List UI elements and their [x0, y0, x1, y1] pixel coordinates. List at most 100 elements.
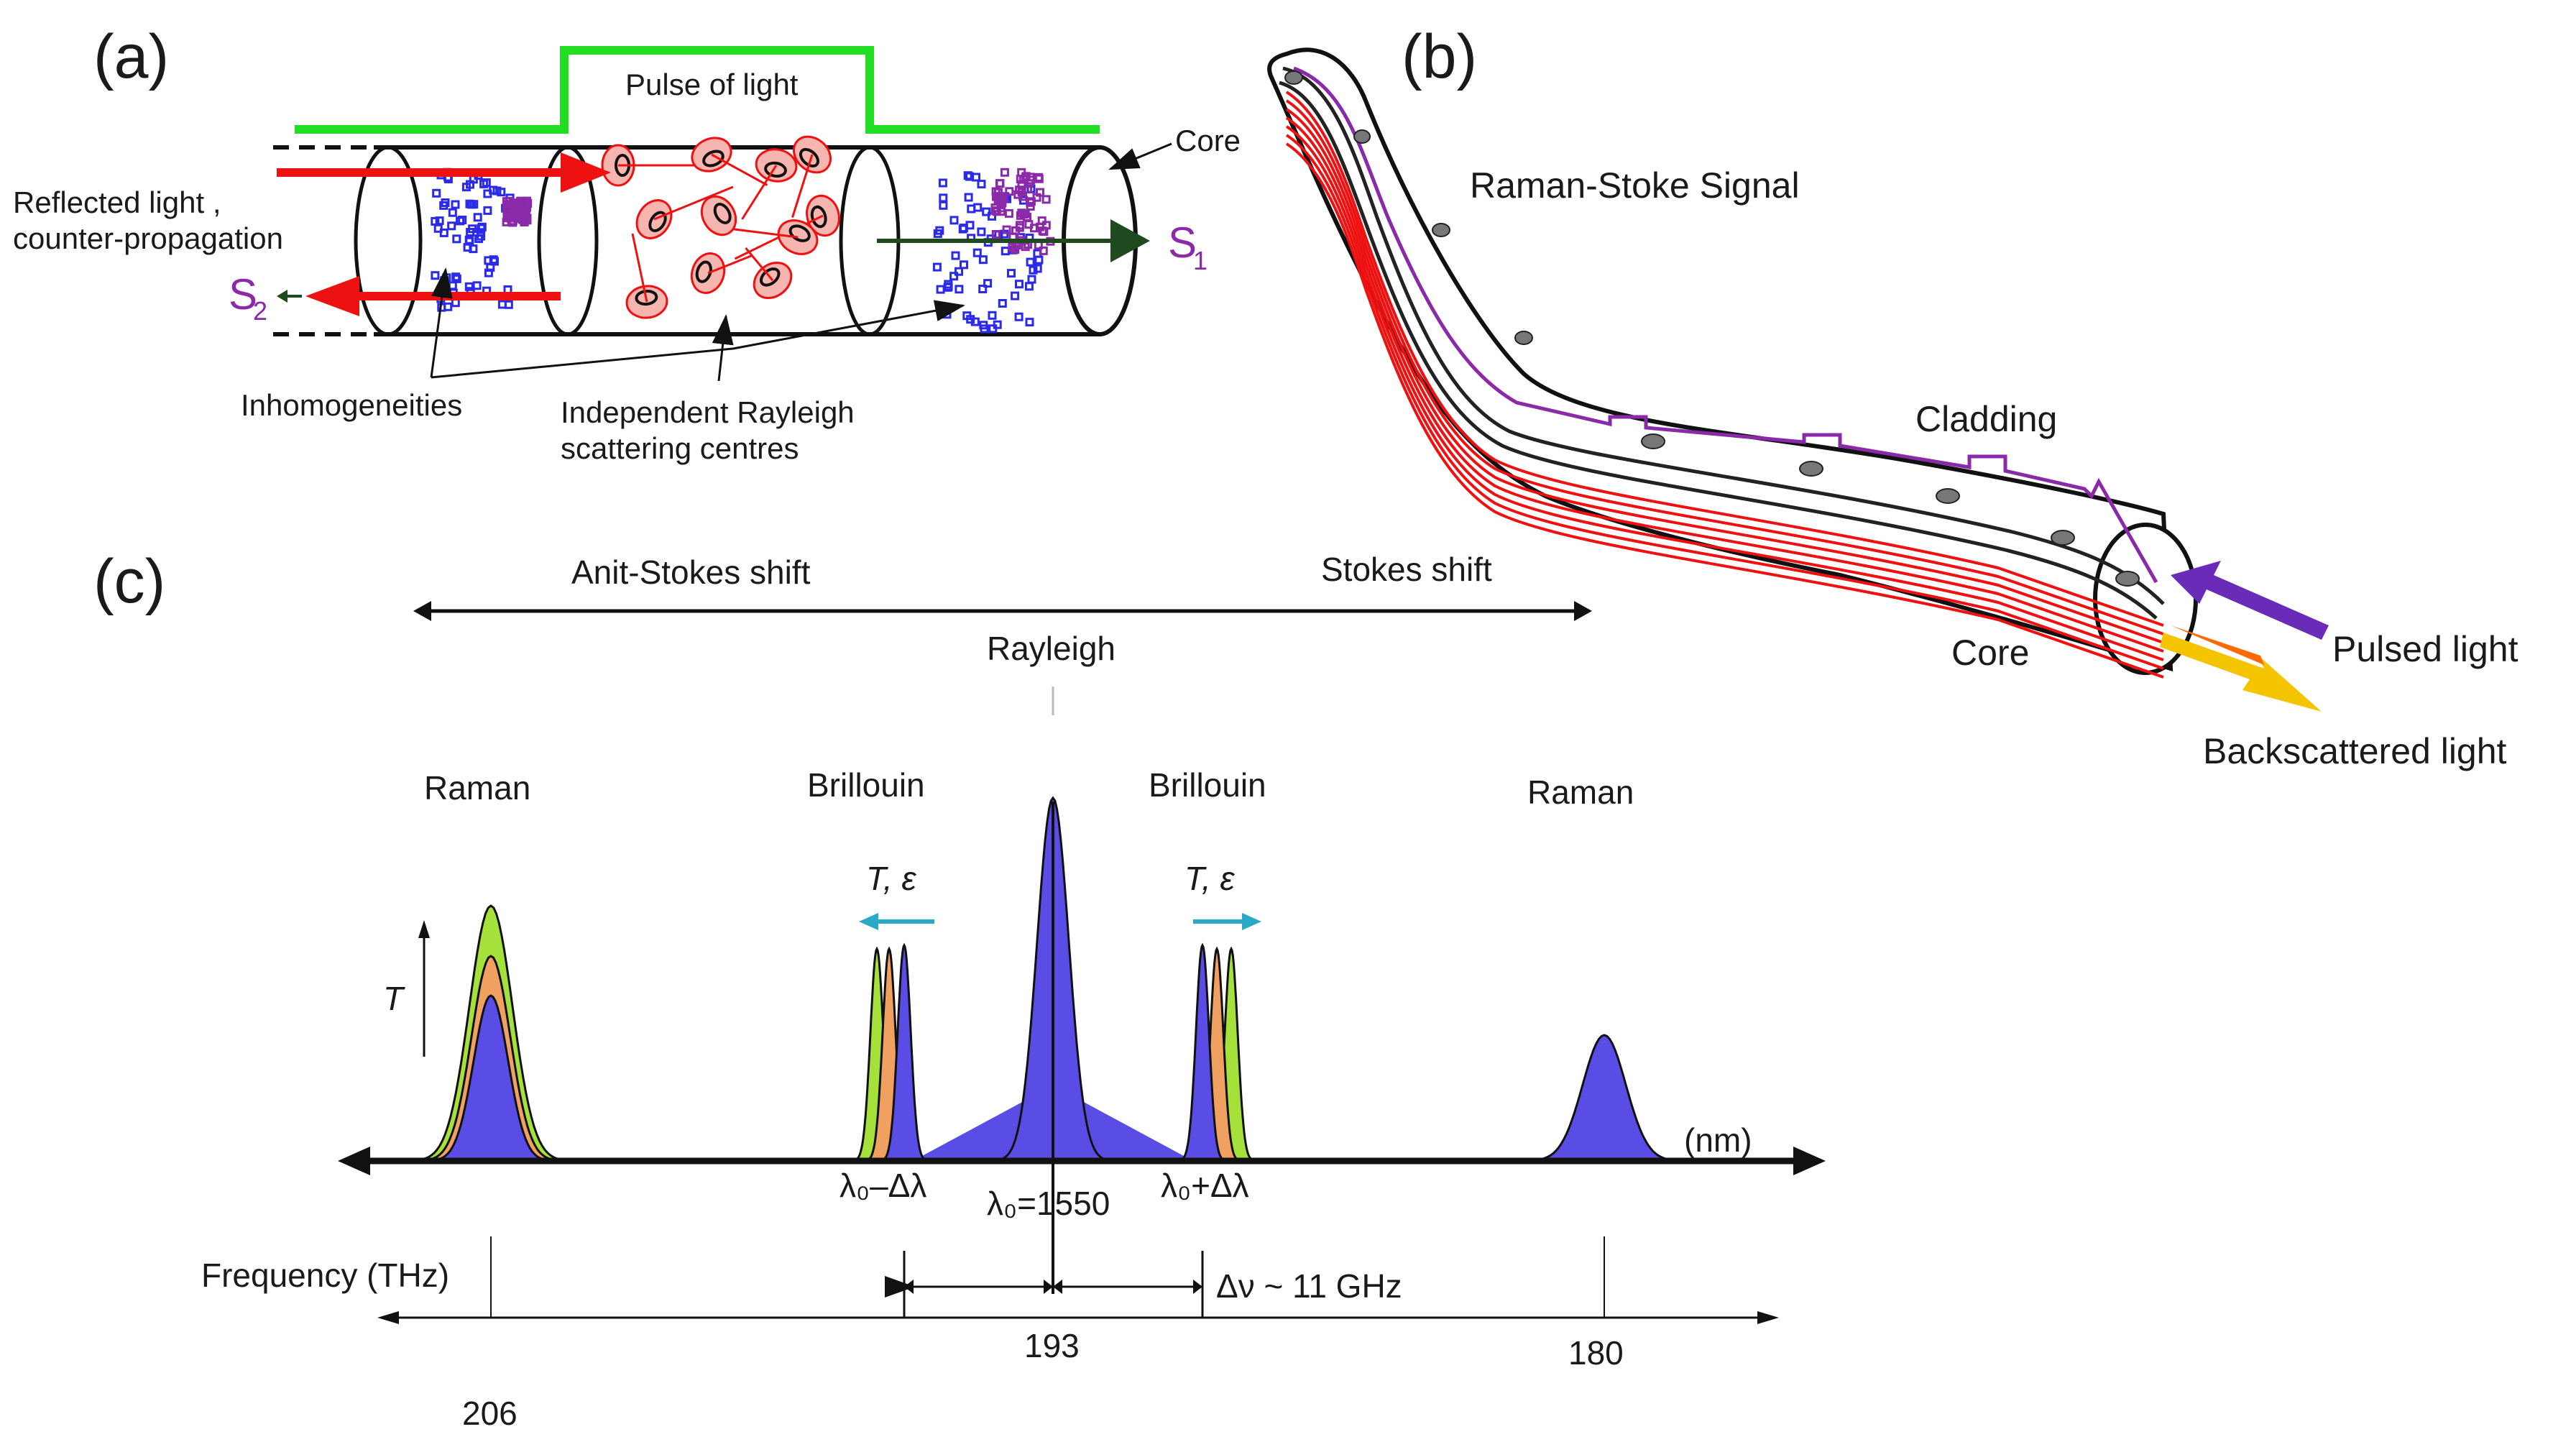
inhomogeneity-dot — [939, 201, 948, 210]
panel-b-label: (b) — [1402, 22, 1477, 91]
freq-206-label: 206 — [462, 1395, 518, 1432]
inhomogeneity-dot — [939, 193, 948, 203]
inhomogeneity-dot — [1015, 223, 1024, 232]
inhomogeneity-dot — [998, 299, 1007, 308]
inhomogeneity-dot — [1017, 167, 1026, 177]
inhomogeneity-dot — [977, 227, 986, 236]
scattering-centre — [700, 195, 737, 236]
freq-180-label: 180 — [1568, 1334, 1624, 1372]
stokes-label: Stokes shift — [1321, 551, 1492, 588]
inhomogeneity-dot — [1041, 195, 1051, 204]
brillouin-right-label: Brillouin — [1149, 766, 1266, 804]
inhomogeneity-dot — [1008, 242, 1017, 252]
backscatter-line — [1285, 108, 2164, 644]
inhomogeneity-dot — [1002, 225, 1011, 234]
inhomogeneity-dot — [431, 271, 440, 280]
rayleigh-centres-line1: Independent Rayleigh — [561, 395, 855, 429]
inhomogeneity-dot — [932, 262, 942, 272]
inhomogeneity-dot — [954, 285, 964, 294]
panel-c: (c) Anit-Stokes shift Stokes shift Rayle… — [93, 547, 1826, 1432]
inhomogeneity-dot — [451, 272, 461, 282]
s1-subscript: 1 — [1193, 246, 1208, 275]
scattering-centre-core — [702, 150, 724, 167]
scatter-ray — [741, 165, 778, 220]
s1-label: S — [1168, 219, 1197, 267]
spectral-peak — [877, 942, 931, 1162]
inhomogeneity-dot — [991, 230, 1000, 239]
inhomogeneity-dot — [431, 216, 440, 226]
raman-right-label: Raman — [1527, 773, 1634, 811]
inhomogeneity-clusters — [431, 167, 1055, 334]
inhomogeneity-dot — [951, 251, 960, 260]
t-axis-arrow — [418, 920, 430, 1057]
raman-stokes-line — [1293, 66, 2158, 584]
cladding-label: Cladding — [1915, 399, 2057, 439]
scatter-ray — [725, 227, 799, 239]
inhomogeneity-dot — [451, 200, 460, 209]
inhomogeneity-dot — [439, 228, 448, 237]
inhomogeneity-dot — [1035, 222, 1044, 231]
inhomogeneity-dot — [978, 285, 988, 293]
inhomogeneity-dot — [1015, 185, 1024, 195]
inhomogeneity-dot — [1027, 275, 1036, 284]
inhomogeneity-dot — [497, 300, 507, 309]
inhomogeneity-dot — [988, 311, 997, 320]
inhomogeneity-dot — [1026, 257, 1035, 267]
inhomogeneity-dot — [1025, 318, 1034, 327]
t-eps-right-label: T, ε — [1184, 860, 1235, 897]
core-line-upper — [1282, 66, 2165, 605]
inhomogeneities-label: Inhomogeneities — [241, 388, 462, 422]
inhomogeneity-dot — [1011, 291, 1020, 300]
scatter-ray — [791, 154, 814, 218]
inhomogeneity-dot — [477, 231, 486, 241]
inhomogeneity-dot — [464, 282, 474, 291]
inhomogeneity-dot — [515, 199, 525, 208]
spectrum — [403, 796, 1691, 1162]
t-axis-label: T — [383, 980, 405, 1017]
inhomogeneity-dot — [949, 272, 959, 281]
inhomogeneity-dot — [1000, 247, 1010, 256]
backscattered-light-arrow — [2160, 625, 2322, 712]
scattering-centre-core — [764, 161, 787, 178]
inhomogeneity-dot — [448, 281, 457, 290]
backscatter-lines — [1285, 91, 2164, 679]
inhomogeneity-dot — [510, 207, 520, 216]
core-line-lower — [1279, 81, 2158, 620]
inhomogeneity-dot — [463, 243, 472, 252]
inhomogeneity-dot — [936, 285, 945, 294]
core-label-a: Core — [1175, 124, 1241, 157]
freq-193-label: 193 — [1024, 1327, 1080, 1364]
backscatter-line — [1285, 134, 2164, 670]
backscattered-light-label: Backscattered light — [2203, 731, 2507, 771]
inhomogeneity-dot — [1029, 265, 1038, 275]
rayleigh-label: Rayleigh — [987, 630, 1116, 667]
backscatter-line — [1285, 125, 2164, 661]
raman-left-label: Raman — [424, 769, 530, 807]
reflected-label-line2: counter-propagation — [13, 221, 283, 255]
inhomogeneity-dot — [479, 179, 489, 188]
inhomogeneity-dot — [933, 229, 942, 239]
panel-a: (a) Pulse of light — [13, 22, 1241, 465]
inhomogeneity-dot — [938, 178, 947, 188]
frequency-label: Frequency (THz) — [201, 1257, 449, 1294]
inhomogeneity-dot — [461, 183, 471, 192]
scattering-centre-core — [648, 211, 667, 232]
core-label-b: Core — [1951, 633, 2029, 673]
inhomogeneity-dot — [965, 221, 975, 230]
inhomogeneity-dot — [1013, 190, 1023, 199]
backscatter-line — [1285, 142, 2164, 679]
scattering-centre-core — [695, 260, 712, 283]
inhomogeneity-dot — [464, 235, 474, 244]
backscatter-line — [1285, 99, 2164, 635]
inhomogeneity-dot — [467, 200, 477, 209]
inhomogeneity-dot — [942, 310, 952, 319]
brillouin-left-label: Brillouin — [807, 766, 925, 804]
inhomogeneity-dot — [977, 180, 986, 189]
inhomogeneity-dot — [521, 208, 530, 217]
reflected-label-line1: Reflected light , — [13, 185, 221, 219]
inhomogeneity-dot — [970, 317, 980, 326]
anti-stokes-label: Anit-Stokes shift — [571, 554, 811, 591]
inhomogeneity-dot — [1007, 269, 1016, 278]
inhomogeneity-dot — [995, 179, 1004, 188]
